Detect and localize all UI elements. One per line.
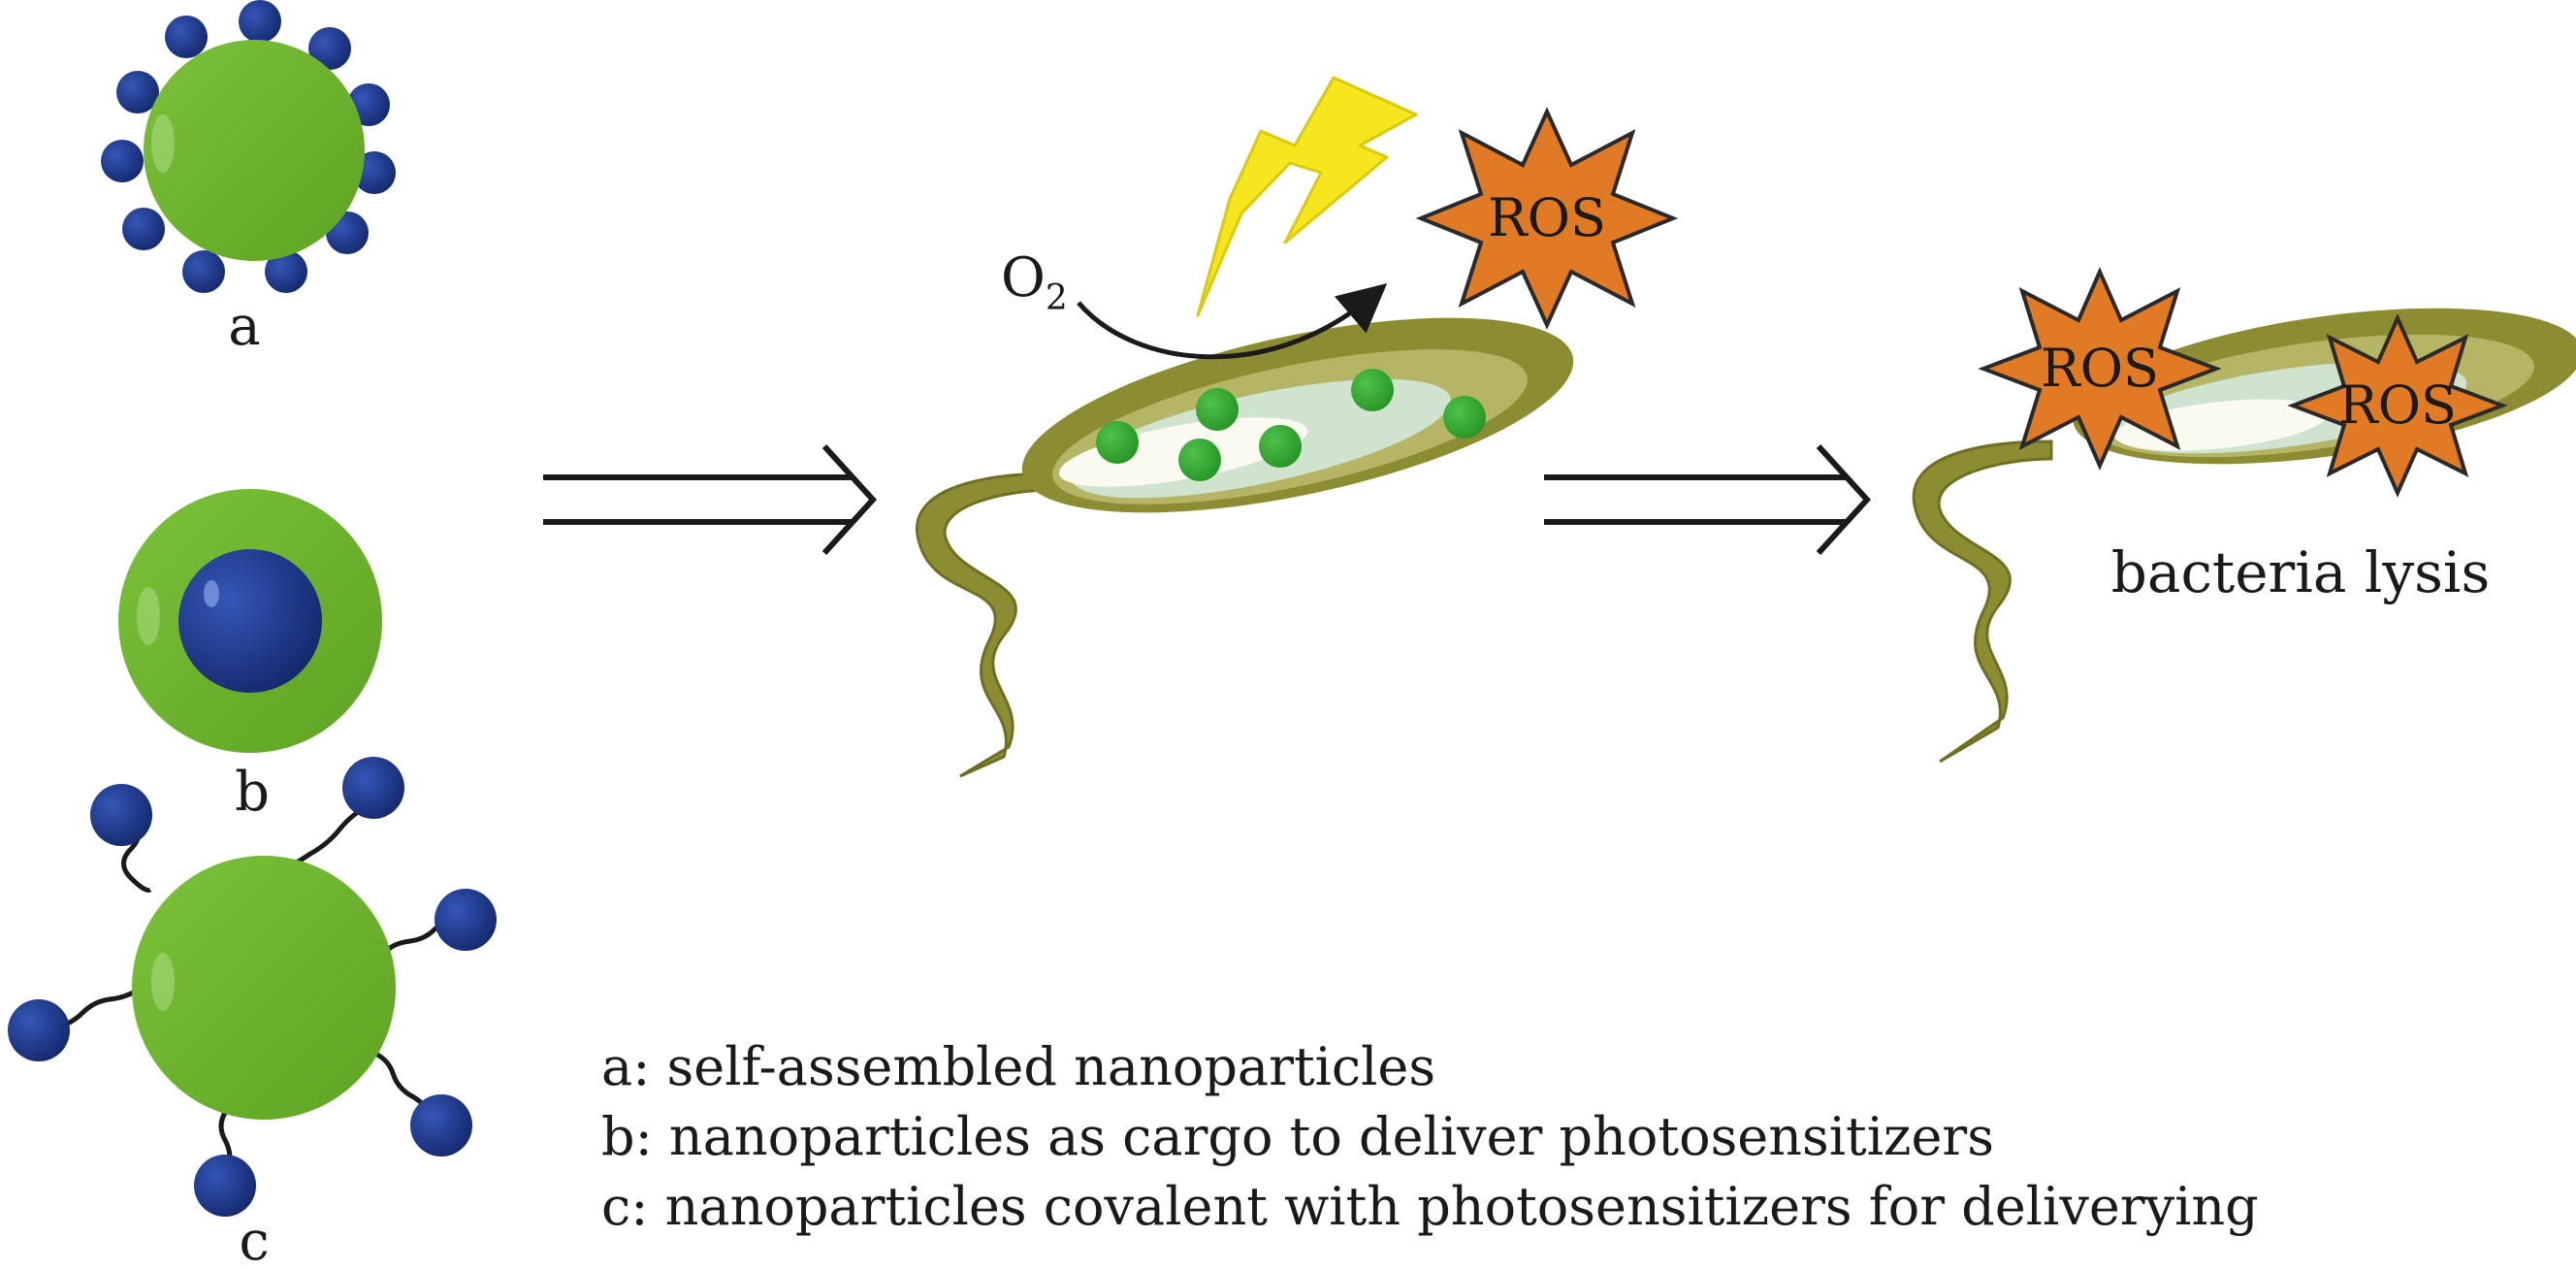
legend-line-b: b: nanoparticles as cargo to deliver pho… [601,1106,1994,1167]
oxygen-subscript: 2 [1046,278,1068,318]
lysis-caption: bacteria lysis [2111,539,2491,605]
ros-star-icon: ROS [1978,267,2222,471]
ros-star-icon: ROS [2287,313,2508,498]
ros-star-icon: ROS [1415,107,1679,330]
oxygen-label: O2 [1001,246,1068,318]
nanoparticle-core-a [144,40,365,261]
curved-arrow-icon [1077,282,1388,360]
flagellum [916,472,1054,778]
legend-line-a: a: self-assembled nanoparticles [601,1036,1435,1097]
legend: a: self-assembled nanoparticles b: nanop… [601,1036,2259,1237]
bacterium-with-nanoparticles [916,317,1574,778]
photosensitizer-core-b [178,549,322,693]
photosensitizer-dots-a [101,0,396,293]
photosensitizer-dots-c [8,757,497,1217]
lightning-bolt-icon [1196,76,1418,317]
ros-label-2: ROS [2041,338,2159,399]
flagellum [1912,440,2053,764]
nanoparticle-a: a [101,0,396,358]
legend-line-c: c: nanoparticles covalent with photosens… [601,1176,2259,1237]
bacterium-lysed [1912,308,2576,764]
double-arrow-icon [1544,443,1872,556]
ros-label-3: ROS [2338,374,2457,436]
ros-label-1: ROS [1488,187,1606,248]
label-a: a [228,295,260,358]
double-arrow-icon [543,443,878,556]
nanoparticles-in-bacterium [1096,369,1486,481]
nanoparticle-core-c [132,856,396,1120]
oxygen-symbol: O [1001,246,1046,309]
label-c: c [239,1210,269,1265]
nanoparticle-b: b [118,489,382,824]
nanoparticle-c: c [8,757,497,1270]
label-b: b [235,761,270,824]
